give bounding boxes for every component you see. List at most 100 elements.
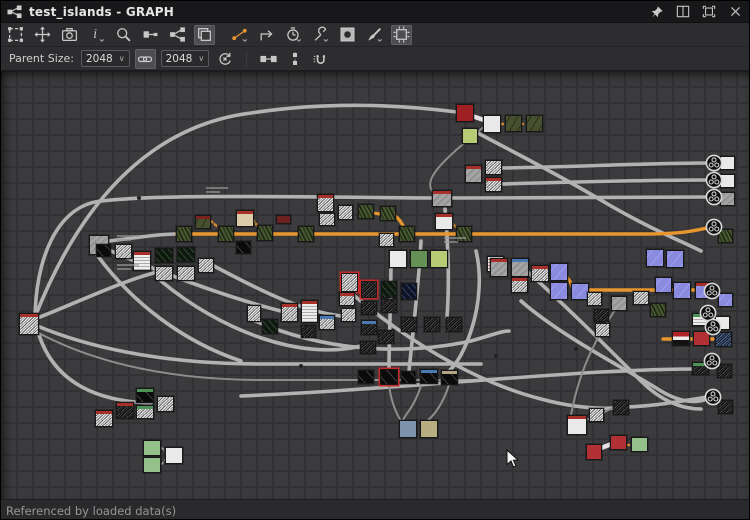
- graph-node-red2[interactable]: [610, 435, 627, 450]
- wire-thin[interactable]: [388, 384, 402, 422]
- graph-node-green2[interactable]: [143, 457, 161, 473]
- graph-node-noiseW[interactable]: [511, 277, 528, 293]
- wire-gray[interactable]: [33, 269, 163, 321]
- grid-snap-button[interactable]: [391, 24, 412, 45]
- magnet-snap-button[interactable]: [310, 49, 331, 69]
- graph-node-noiseW[interactable]: [155, 266, 173, 281]
- graph-node-noiseW[interactable]: [115, 244, 132, 259]
- wire-gray[interactable]: [95, 253, 243, 363]
- graph-node-khaki[interactable]: [420, 420, 438, 438]
- graph-node-bluegray[interactable]: [399, 420, 417, 438]
- camera-button[interactable]: [59, 25, 80, 45]
- graph-node-dolive[interactable]: [526, 115, 543, 132]
- wire-gray[interactable]: [619, 395, 709, 409]
- graph-node-white[interactable]: [567, 415, 587, 435]
- wire-gray[interactable]: [249, 317, 511, 351]
- reset-size-button[interactable]: [214, 49, 235, 69]
- parent-size-height-select[interactable]: 2048∨: [160, 50, 210, 67]
- graph-node-gray[interactable]: [465, 165, 482, 183]
- graph-node-black[interactable]: [380, 369, 398, 385]
- wire-gray[interactable]: [212, 264, 343, 318]
- graph-node-noiseW[interactable]: [95, 410, 113, 427]
- info-button[interactable]: i: [86, 25, 107, 45]
- graph-node-noiseD[interactable]: [401, 317, 417, 332]
- graph-node-noiseW[interactable]: [633, 291, 649, 305]
- graph-node-noiseD[interactable]: [361, 301, 377, 315]
- graph-node-black[interactable]: [441, 370, 458, 385]
- graph-node-green[interactable]: [410, 250, 428, 268]
- split-view-button[interactable]: [675, 4, 691, 20]
- graph-node-purple[interactable]: [666, 250, 684, 268]
- wire-thin[interactable]: [34, 330, 472, 381]
- graph-node-black[interactable]: [96, 244, 111, 257]
- output-node-icon[interactable]: [705, 171, 723, 193]
- graph-node-purple[interactable]: [655, 277, 672, 293]
- graph-node-noiseW[interactable]: [198, 258, 214, 273]
- graph-node-gray[interactable]: [490, 258, 508, 277]
- graph-node-dolive[interactable]: [505, 115, 522, 132]
- wire-gray[interactable]: [349, 291, 617, 411]
- graph-node-noiseD[interactable]: [378, 330, 394, 344]
- graph-node-black[interactable]: [420, 369, 438, 384]
- elbow-links-button[interactable]: [256, 25, 277, 45]
- node-graph-canvas[interactable]: [1, 71, 749, 499]
- wire-gray[interactable]: [519, 299, 709, 404]
- graph-node-noiseD[interactable]: [594, 309, 609, 322]
- graph-node-noiseW[interactable]: [485, 177, 502, 192]
- graph-node-noiseD[interactable]: [381, 299, 397, 313]
- wire-gray[interactable]: [450, 195, 711, 200]
- output-node-icon[interactable]: [705, 154, 723, 176]
- maximize-frame-button[interactable]: [701, 4, 717, 20]
- clean-brush-button[interactable]: [364, 25, 385, 45]
- graph-node-white[interactable]: [483, 115, 501, 133]
- graph-node-maroon[interactable]: [276, 215, 291, 224]
- output-thumbnail[interactable]: [718, 293, 733, 307]
- graph-node-camo[interactable]: [218, 226, 234, 242]
- graph-node-camo[interactable]: [176, 226, 192, 242]
- graph-node-noiseW[interactable]: [339, 292, 355, 306]
- output-node-icon[interactable]: [705, 218, 723, 240]
- graph-node-white[interactable]: [165, 447, 183, 464]
- graph-node-red2[interactable]: [693, 331, 710, 346]
- link-wh-button[interactable]: [134, 48, 156, 69]
- graph-node-camo[interactable]: [257, 225, 273, 241]
- graph-node-gray[interactable]: [611, 296, 627, 311]
- wire-gray[interactable]: [33, 323, 483, 366]
- wire-gray[interactable]: [500, 161, 711, 170]
- image-view-button[interactable]: [337, 25, 358, 45]
- search-button[interactable]: [113, 25, 134, 45]
- graph-node-noiseW[interactable]: [319, 315, 335, 330]
- wire-gray[interactable]: [500, 178, 711, 186]
- wire-gray[interactable]: [387, 257, 393, 371]
- graph-node-noiseW[interactable]: [319, 213, 335, 226]
- output-node-icon[interactable]: [704, 388, 722, 410]
- node-link-button[interactable]: [140, 25, 161, 45]
- graph-node-red[interactable]: [456, 104, 474, 122]
- output-node-icon[interactable]: [704, 318, 722, 340]
- wire-gray[interactable]: [37, 333, 153, 405]
- graph-node-noiseW[interactable]: [379, 233, 394, 247]
- graph-node-noiseD[interactable]: [424, 317, 440, 332]
- graph-node-purple[interactable]: [571, 283, 589, 300]
- straight-links-button[interactable]: [229, 25, 250, 45]
- graph-node-noiseD[interactable]: [116, 402, 134, 419]
- graph-node-noiseW[interactable]: [338, 205, 353, 220]
- graph-node-dgreen[interactable]: [262, 319, 278, 334]
- graph-node-lines[interactable]: [301, 300, 318, 323]
- output-node-icon[interactable]: [703, 352, 721, 374]
- graph-node-noiseD[interactable]: [446, 317, 462, 332]
- wire-gray[interactable]: [33, 103, 459, 319]
- graph-node-noiseW[interactable]: [157, 396, 174, 412]
- output-thumbnail[interactable]: [717, 364, 732, 378]
- wire-thin[interactable]: [570, 300, 622, 416]
- graph-node-black[interactable]: [136, 388, 154, 403]
- graph-node-noiseW[interactable]: [19, 313, 39, 335]
- pan-move-button[interactable]: [32, 25, 53, 45]
- wire-orange[interactable]: [175, 226, 709, 236]
- graph-node-green2[interactable]: [631, 437, 648, 452]
- graph-node-white[interactable]: [435, 213, 453, 230]
- graph-node-noiseD[interactable]: [613, 400, 629, 415]
- graph-node-camo[interactable]: [358, 204, 374, 219]
- graph-node-purple[interactable]: [646, 249, 664, 267]
- graph-node-noiseD[interactable]: [361, 281, 377, 298]
